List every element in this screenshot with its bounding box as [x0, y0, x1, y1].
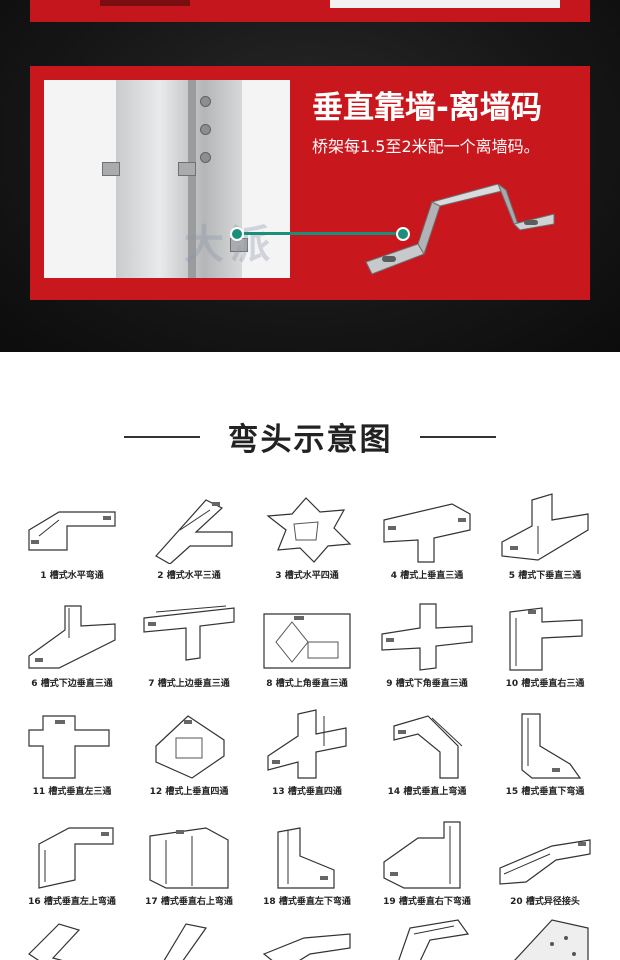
elbow-diagram: 11 槽式垂直左三通: [13, 702, 131, 810]
card-title: 垂直靠墙-离墙码: [312, 90, 542, 126]
diagram-caption: 11 槽式垂直左三通: [32, 787, 112, 797]
diagram-caption: 5 槽式下垂直三通: [508, 571, 582, 581]
bracket-icon: [102, 162, 120, 176]
diagram-caption: 16 槽式垂直左上弯通: [28, 897, 116, 907]
ladder-tee-icon: [163, 923, 208, 960]
elbow-diagram-partial: [486, 910, 604, 960]
wall-bracket-banner: 大派 垂直靠墙-离墙码 桥架每1.5至2米配一个离墙码。: [0, 0, 620, 352]
section-title: 弯头示意图: [227, 422, 393, 458]
vertical-left-up-elbow-icon: [38, 827, 114, 889]
elbow-diagram: 18 槽式垂直左下弯通: [248, 812, 366, 920]
horizontal-tee-icon: [155, 499, 233, 564]
vertical-left-down-elbow-icon: [277, 827, 335, 889]
vertical-left-tee-icon: [28, 715, 110, 779]
elbow-diagram: 20 槽式异径接头: [486, 812, 604, 920]
elbow-diagram: 6 槽式下边垂直三通: [13, 594, 131, 702]
callout-dot: [396, 227, 410, 241]
diagram-caption: 1 槽式水平弯通: [40, 571, 104, 581]
upward-vertical-tee-icon: [383, 503, 471, 563]
diagram-caption: 3 槽式水平四通: [275, 571, 339, 581]
title-rule-left: [124, 436, 200, 438]
vertical-up-elbow-icon: [393, 715, 463, 779]
elbow-diagram: 16 槽式垂直左上弯通: [13, 812, 131, 920]
ladder-elbow-icon: [28, 923, 81, 960]
upper-corner-vertical-tee-icon: [263, 613, 351, 669]
elbow-diagram: 13 槽式垂直四通: [248, 702, 366, 810]
diagram-caption: 18 槽式垂直左下弯通: [263, 897, 351, 907]
cable-tray-image: [116, 80, 242, 278]
elbow-diagram-partial: [13, 910, 131, 960]
perforated-tray-icon: [514, 919, 589, 960]
diagram-caption: 9 槽式下角垂直三通: [386, 679, 468, 689]
elbow-diagram: 10 槽式垂直右三通: [486, 594, 604, 702]
diagram-caption: 17 槽式垂直右上弯通: [145, 897, 233, 907]
diagram-caption: 7 槽式上边垂直三通: [148, 679, 230, 689]
elbow-diagram: 1 槽式水平弯通: [13, 486, 131, 594]
lower-side-vertical-tee-icon: [28, 605, 116, 669]
elbow-diagram-partial: [368, 910, 486, 960]
elbow-diagram: 2 槽式水平三通: [130, 486, 248, 594]
elbow-diagram: 17 槽式垂直右上弯通: [130, 812, 248, 920]
vertical-right-up-elbow-icon: [149, 827, 229, 889]
ladder-curve-icon: [398, 919, 470, 960]
elbow-diagram: 15 槽式垂直下弯通: [486, 702, 604, 810]
elbow-diagram: 3 槽式水平四通: [248, 486, 366, 594]
wall-mount-photo: 大派: [44, 80, 290, 278]
bracket-icon: [178, 162, 196, 176]
reducer-joint-icon: [499, 839, 591, 885]
diagram-caption: 12 槽式上垂直四通: [149, 787, 229, 797]
title-rule-right: [420, 436, 496, 438]
elbow-diagram: 9 槽式下角垂直三通: [368, 594, 486, 702]
horizontal-cross-icon: [266, 497, 352, 563]
elbow-diagram: 19 槽式垂直右下弯通: [368, 812, 486, 920]
elbow-diagram: 14 槽式垂直上弯通: [368, 702, 486, 810]
elbow-diagram: 7 槽式上边垂直三通: [130, 594, 248, 702]
card-subtitle: 桥架每1.5至2米配一个离墙码。: [312, 137, 540, 156]
diagram-caption: 10 槽式垂直右三通: [505, 679, 585, 689]
vertical-right-down-elbow-icon: [383, 821, 461, 889]
wall-bracket-icon: [365, 184, 555, 275]
diagram-caption: 15 槽式垂直下弯通: [505, 787, 585, 797]
diagram-caption: 13 槽式垂直四通: [272, 787, 342, 797]
upper-side-vertical-tee-icon: [143, 605, 235, 661]
elbow-diagram: 12 槽式上垂直四通: [130, 702, 248, 810]
vertical-down-elbow-icon: [521, 713, 582, 779]
elbow-diagram: 5 槽式下垂直三通: [486, 486, 604, 594]
elbow-diagram: 8 槽式上角垂直三通: [248, 594, 366, 702]
horizontal-elbow-icon: [28, 511, 116, 551]
lower-corner-vertical-tee-icon: [381, 603, 473, 671]
ladder-cross-icon: [262, 933, 351, 960]
diagram-caption: 4 槽式上垂直三通: [390, 571, 464, 581]
diagram-caption: 14 槽式垂直上弯通: [387, 787, 467, 797]
diagram-caption: 19 槽式垂直右下弯通: [383, 897, 471, 907]
callout-dot: [230, 227, 244, 241]
downward-vertical-tee-icon: [501, 493, 589, 561]
elbow-diagram: 4 槽式上垂直三通: [368, 486, 486, 594]
diagram-caption: 20 槽式异径接头: [510, 897, 580, 907]
upward-vertical-cross-icon: [155, 715, 225, 779]
callout-line: [230, 232, 404, 235]
elbow-diagram-partial: [248, 910, 366, 960]
diagram-caption: 8 槽式上角垂直三通: [266, 679, 348, 689]
elbow-diagram-partial: [130, 910, 248, 960]
previous-section-strip: [30, 0, 590, 22]
vertical-right-tee-icon: [509, 607, 583, 671]
diagram-caption: 2 槽式水平三通: [157, 571, 221, 581]
diagram-caption: 6 槽式下边垂直三通: [31, 679, 113, 689]
watermark: 大派: [184, 222, 276, 268]
vertical-cross-icon: [267, 709, 347, 779]
wall-bracket-card: 大派 垂直靠墙-离墙码 桥架每1.5至2米配一个离墙码。: [30, 66, 590, 300]
